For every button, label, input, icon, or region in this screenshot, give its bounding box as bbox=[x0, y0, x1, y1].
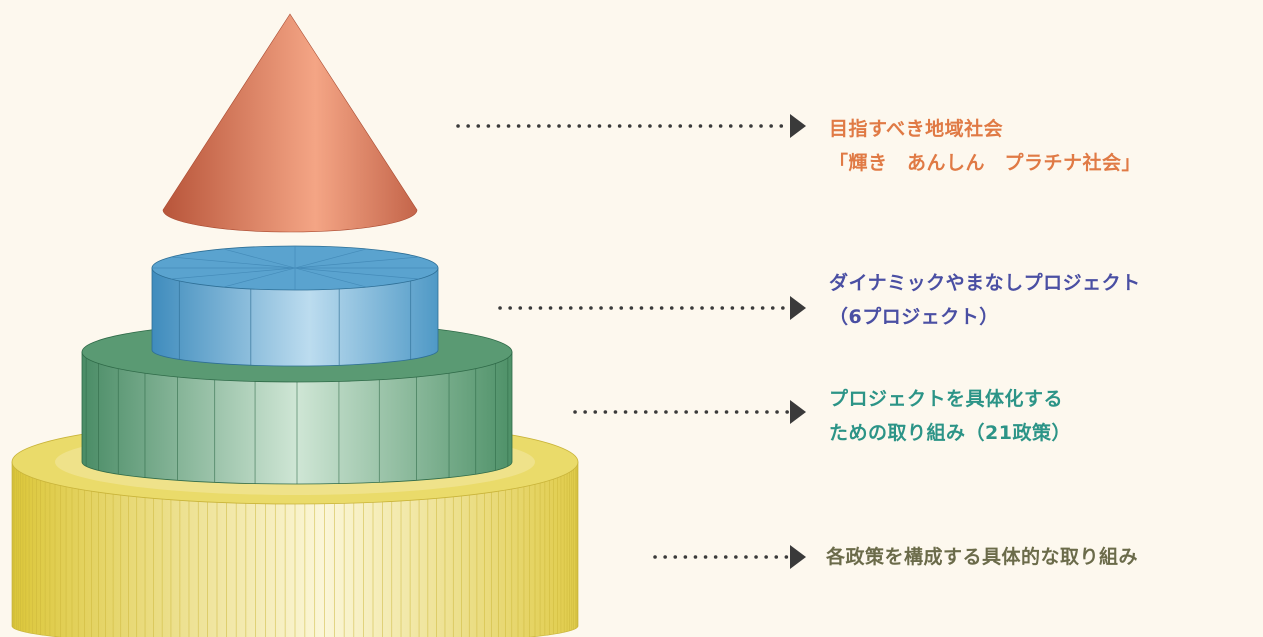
leader-top bbox=[456, 114, 806, 138]
leader-mid bbox=[498, 296, 806, 320]
label-target-society: 目指すべき地域社会 「輝き あんしん プラチナ社会」 bbox=[829, 112, 1141, 180]
label-initiatives: 各政策を構成する具体的な取り組み bbox=[826, 540, 1138, 574]
leader-low bbox=[573, 400, 806, 424]
arrowhead-icon bbox=[790, 545, 806, 569]
label-policies: プロジェクトを具体化する ための取り組み（21政策） bbox=[829, 382, 1071, 450]
tier-top-line bbox=[171, 256, 419, 280]
leader-base bbox=[653, 545, 806, 569]
arrowhead-icon bbox=[790, 296, 806, 320]
label-target-society-line2: 「輝き あんしん プラチナ社会」 bbox=[829, 152, 1142, 174]
blue-tier bbox=[151, 245, 439, 367]
label-projects: ダイナミックやまなしプロジェクト （6プロジェクト） bbox=[829, 266, 1141, 334]
label-projects-line1: ダイナミックやまなしプロジェクト bbox=[829, 272, 1141, 294]
arrowhead-icon bbox=[790, 400, 806, 424]
label-policies-line1: プロジェクトを具体化する bbox=[829, 388, 1064, 410]
arrowhead-icon bbox=[790, 114, 806, 138]
label-policies-line2: ための取り組み（21政策） bbox=[829, 422, 1071, 444]
label-projects-line2: （6プロジェクト） bbox=[829, 306, 999, 328]
label-initiatives-line1: 各政策を構成する具体的な取り組み bbox=[826, 546, 1139, 568]
label-target-society-line1: 目指すべき地域社会 bbox=[829, 118, 1004, 140]
cone-tier bbox=[162, 13, 418, 233]
